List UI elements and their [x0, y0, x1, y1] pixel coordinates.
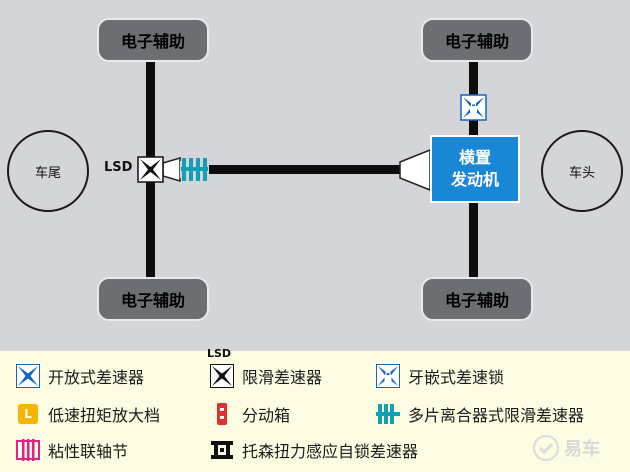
aux-rear-top: 电子辅助 — [97, 18, 209, 62]
multi-plate-icon — [376, 402, 400, 426]
front-end-circle: 车头 — [541, 130, 623, 212]
low-range-icon: L — [16, 402, 40, 426]
rear-end-circle: 车尾 — [7, 130, 89, 212]
legend-multi-plate: 多片离合器式限滑差速器 — [376, 402, 584, 426]
aux-front-bottom: 电子辅助 — [421, 277, 533, 321]
open-diff-icon — [16, 364, 40, 388]
front-locking-diff-icon — [460, 94, 487, 121]
watermark-logo-icon — [533, 435, 559, 461]
legend-lsd-caption: LSD — [207, 347, 232, 360]
multi-plate-clutch-icon — [180, 158, 209, 181]
lsd-diff-icon — [210, 364, 234, 388]
drivetrain-diagram: 电子辅助 电子辅助 电子辅助 电子辅助 车尾 车头 横置 发动机 LSD — [0, 0, 630, 351]
viscous-coupling-icon — [16, 438, 40, 462]
legend-torsen: 托森扭力感应自锁差速器 — [210, 438, 418, 462]
legend-open-diff: 开放式差速器 — [16, 364, 144, 388]
legend-panel: 开放式差速器 LSD 限滑差速器 牙嵌式差速锁 L 低速扭矩放大档 分动箱 多片… — [0, 347, 630, 472]
torsen-diff-icon — [210, 438, 234, 462]
legend-lsd: 限滑差速器 — [210, 364, 322, 388]
rear-coupling-cone — [162, 156, 181, 183]
rear-lsd-diff-icon — [137, 156, 164, 183]
transverse-engine: 横置 发动机 — [430, 135, 520, 203]
legend-locking-diff: 牙嵌式差速锁 — [376, 364, 504, 388]
shaft-layer — [137, 40, 487, 305]
front-coupling-cone — [399, 148, 431, 192]
aux-rear-bottom: 电子辅助 — [97, 277, 209, 321]
lsd-label: LSD — [104, 160, 133, 175]
aux-front-top: 电子辅助 — [421, 18, 533, 62]
propshaft — [205, 165, 431, 174]
locking-diff-icon — [376, 364, 400, 388]
legend-transfer-case: 分动箱 — [210, 402, 290, 426]
watermark: 易车 — [532, 434, 600, 462]
legend-viscous: 粘性联轴节 — [16, 438, 128, 462]
legend-low-range: L 低速扭矩放大档 — [16, 402, 160, 426]
transfer-case-icon — [210, 402, 234, 426]
